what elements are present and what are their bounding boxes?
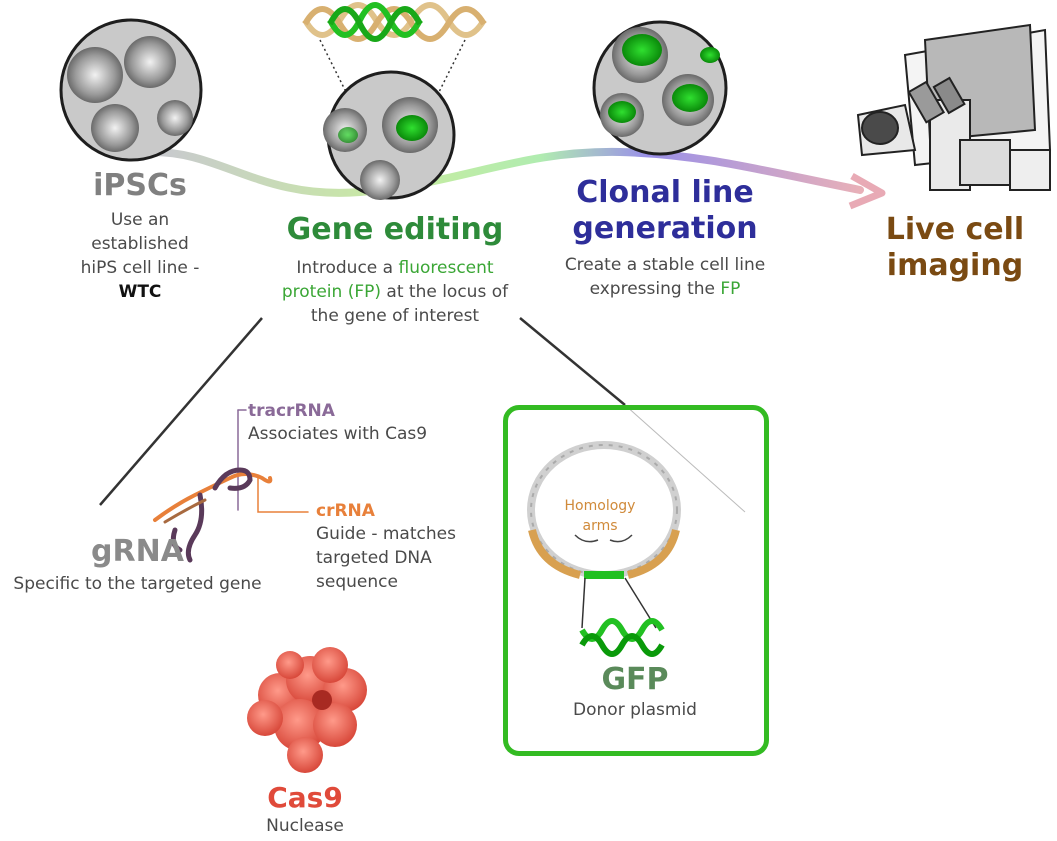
ipscs-desc-line1: Use an established bbox=[91, 210, 189, 254]
gfp-section: GFP Donor plasmid bbox=[510, 662, 760, 722]
crrna-label: crRNA bbox=[316, 501, 375, 521]
cas9-protein-image bbox=[247, 647, 367, 773]
clonal-cells-image bbox=[592, 20, 728, 156]
ipscs-desc-text: hiPS cell line - bbox=[80, 258, 200, 278]
tracrrna-desc: Associates with Cas9 bbox=[248, 424, 428, 444]
ipscs-cell-line-name: WTC bbox=[118, 282, 162, 302]
clonal-title-line2: generation bbox=[572, 211, 758, 246]
fp-highlight: protein (FP) bbox=[281, 282, 382, 302]
gene-editing-desc-text: Introduce a bbox=[296, 258, 399, 278]
gfp-helix-image bbox=[579, 618, 665, 657]
gene-editing-desc-line1: Introduce a fluorescent bbox=[240, 256, 550, 280]
clonal-desc-line2: expressing the FP bbox=[540, 277, 790, 301]
clonal-desc-line1: Create a stable cell line bbox=[564, 255, 766, 275]
plasmid-image bbox=[527, 441, 681, 629]
grna-desc: Specific to the targeted gene bbox=[13, 574, 262, 594]
clonal-title-line1: Clonal line bbox=[576, 175, 754, 210]
live-title-line2: imaging bbox=[886, 248, 1024, 283]
donor-plasmid-desc: Donor plasmid bbox=[573, 700, 697, 720]
donor-plasmid-box bbox=[503, 405, 769, 756]
gene-editing-title: Gene editing bbox=[286, 212, 504, 247]
crrna-desc-line2: targeted DNA bbox=[316, 548, 432, 568]
ipsc-cells-image bbox=[59, 18, 203, 162]
ipscs-desc-line2: hiPS cell line - WTC bbox=[60, 256, 220, 304]
flow-arrow bbox=[146, 147, 864, 197]
cas9-title: Cas9 bbox=[267, 781, 343, 814]
grna-section: gRNA Specific to the targeted gene bbox=[0, 532, 275, 596]
live-title-line1: Live cell bbox=[885, 212, 1025, 247]
flow-arrowhead bbox=[848, 172, 886, 210]
gene-editing-desc-line2: protein (FP) at the locus of bbox=[240, 280, 550, 304]
crrna-desc-line3: sequence bbox=[316, 572, 398, 592]
gene-editing-cells-image bbox=[323, 70, 456, 200]
live-imaging-stage: Live cell imaging bbox=[870, 212, 1040, 284]
cas9-desc: Nuclease bbox=[266, 816, 344, 836]
tracrrna-label: tracrRNA bbox=[248, 401, 335, 421]
grna-molecule-image bbox=[153, 409, 309, 563]
microscope-image bbox=[856, 23, 1052, 191]
clonal-desc-text: expressing the bbox=[589, 279, 721, 299]
gene-editing-desc-text-2: at the locus of bbox=[381, 282, 509, 302]
homology-line1: Homology bbox=[564, 498, 636, 514]
gene-editing-stage: Gene editing Introduce a fluorescent pro… bbox=[240, 210, 550, 328]
gfp-title: GFP bbox=[601, 662, 669, 697]
gene-editing-desc-line3: the gene of interest bbox=[310, 306, 480, 326]
grna-title: gRNA bbox=[91, 534, 184, 569]
homology-arms-label: Homology arms bbox=[550, 496, 650, 536]
clonal-fp-highlight: FP bbox=[720, 279, 741, 299]
dna-helix-image bbox=[302, 2, 487, 42]
tracrrna-annotation: tracrRNA Associates with Cas9 bbox=[248, 400, 488, 446]
fluorescent-highlight: fluorescent bbox=[398, 258, 494, 278]
ipscs-stage: iPSCs Use an established hiPS cell line … bbox=[60, 168, 220, 304]
ipscs-title: iPSCs bbox=[93, 168, 187, 203]
cas9-section: Cas9 Nuclease bbox=[230, 782, 380, 838]
crrna-desc-line1: Guide - matches bbox=[316, 524, 456, 544]
crrna-annotation: crRNA Guide - matches targeted DNA seque… bbox=[316, 500, 496, 594]
clonal-stage: Clonal line generation Create a stable c… bbox=[540, 175, 790, 301]
homology-line2: arms bbox=[582, 518, 618, 534]
